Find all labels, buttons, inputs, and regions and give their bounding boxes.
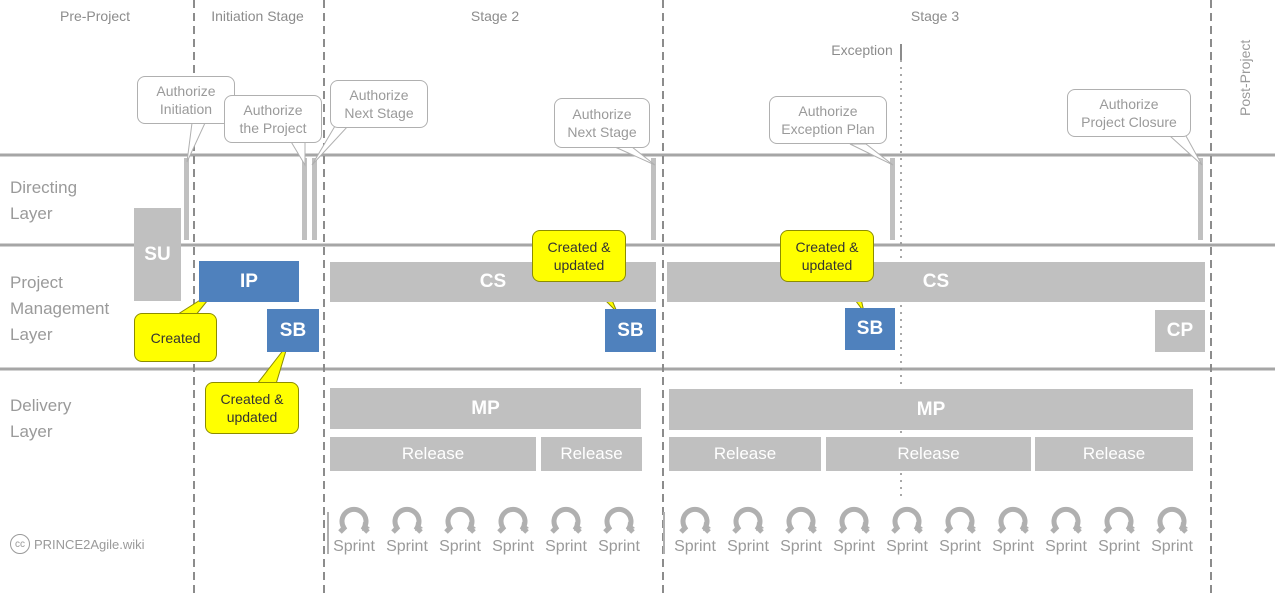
box-cs-stage2: CS — [330, 262, 656, 302]
layer-directing: Directing Layer — [10, 178, 78, 223]
sprint-loop-icon — [838, 506, 870, 534]
box-mp-stage2: MP — [330, 388, 641, 429]
sprint-group-bar — [327, 512, 329, 554]
release-5: Release — [1035, 437, 1193, 471]
sprint-loop-icon — [679, 506, 711, 534]
exception-label: Exception — [831, 42, 893, 58]
release-1: Release — [330, 437, 536, 471]
release-2: Release — [541, 437, 642, 471]
callout-authorize-initiation: Authorize Initiation — [137, 76, 235, 124]
sprint-label: Sprint — [492, 538, 534, 555]
box-cs-stage3: CS — [667, 262, 1205, 302]
sprint-label: Sprint — [333, 538, 375, 555]
sprint-label: Sprint — [598, 538, 640, 555]
box-ip: IP — [199, 261, 299, 302]
cc-icon: cc — [10, 534, 30, 554]
box-su: SU — [134, 208, 181, 301]
box-mp-stage3: MP — [669, 389, 1193, 430]
note-created-updated-stage3: Created & updated — [780, 230, 874, 282]
sprint-label: Sprint — [886, 538, 928, 555]
callout-authorize-closure: Authorize Project Closure — [1067, 89, 1191, 137]
sprint-loop-icon — [497, 506, 529, 534]
sprint-loop-icon — [785, 506, 817, 534]
sprint-label: Sprint — [992, 538, 1034, 555]
layer-project-management: Project Management Layer — [10, 273, 110, 344]
sprint-loop-icon — [997, 506, 1029, 534]
note-created-updated-initiation: Created & updated — [205, 382, 299, 434]
sprint-label: Sprint — [386, 538, 428, 555]
sprint-label: Sprint — [727, 538, 769, 555]
box-cp: CP — [1155, 310, 1205, 352]
sprint-label: Sprint — [780, 538, 822, 555]
sprint-label: Sprint — [833, 538, 875, 555]
box-sb-initiation: SB — [267, 309, 319, 352]
sprint-group-bar — [663, 512, 665, 554]
sprint-label: Sprint — [1045, 538, 1087, 555]
layer-delivery: Delivery Layer — [10, 396, 72, 441]
sprint-label: Sprint — [545, 538, 587, 555]
sprint-loop-icon — [732, 506, 764, 534]
stage-pre-project: Pre-Project — [59, 8, 131, 24]
sprint-loop-icon — [891, 506, 923, 534]
sprint-loop-icon — [944, 506, 976, 534]
sprint-label: Sprint — [1151, 538, 1193, 555]
stage-initiation: Initiation Stage — [211, 8, 304, 24]
stage-2: Stage 2 — [470, 8, 520, 24]
callout-authorize-project: Authorize the Project — [224, 95, 322, 143]
sprint-label: Sprint — [439, 538, 481, 555]
stage-post-project: Post-Project — [1237, 39, 1253, 116]
callout-authorize-next-stage-2: Authorize Next Stage — [554, 98, 650, 148]
box-sb-stage2: SB — [605, 309, 656, 352]
footer-brand: cc PRINCE2Agile.wiki — [10, 534, 145, 554]
sprint-loop-icon — [603, 506, 635, 534]
brand-label: PRINCE2Agile.wiki — [34, 536, 145, 552]
sprint-loop-icon — [1103, 506, 1135, 534]
release-3: Release — [669, 437, 821, 471]
stage-3: Stage 3 — [910, 8, 960, 24]
note-created: Created — [134, 313, 217, 362]
callout-authorize-next-stage-1: Authorize Next Stage — [330, 80, 428, 128]
release-4: Release — [826, 437, 1031, 471]
box-sb-exception: SB — [845, 308, 895, 350]
callout-authorize-exception-plan: Authorize Exception Plan — [769, 96, 887, 144]
sprint-loop-icon — [338, 506, 370, 534]
sprint-loop-icon — [1156, 506, 1188, 534]
sprint-loop-icon — [1050, 506, 1082, 534]
sprint-label: Sprint — [1098, 538, 1140, 555]
sprint-loop-icon — [391, 506, 423, 534]
note-created-updated-stage2: Created & updated — [532, 230, 626, 282]
sprint-loop-icon — [444, 506, 476, 534]
sprint-label: Sprint — [674, 538, 716, 555]
sprint-loop-icon — [550, 506, 582, 534]
sprint-label: Sprint — [939, 538, 981, 555]
